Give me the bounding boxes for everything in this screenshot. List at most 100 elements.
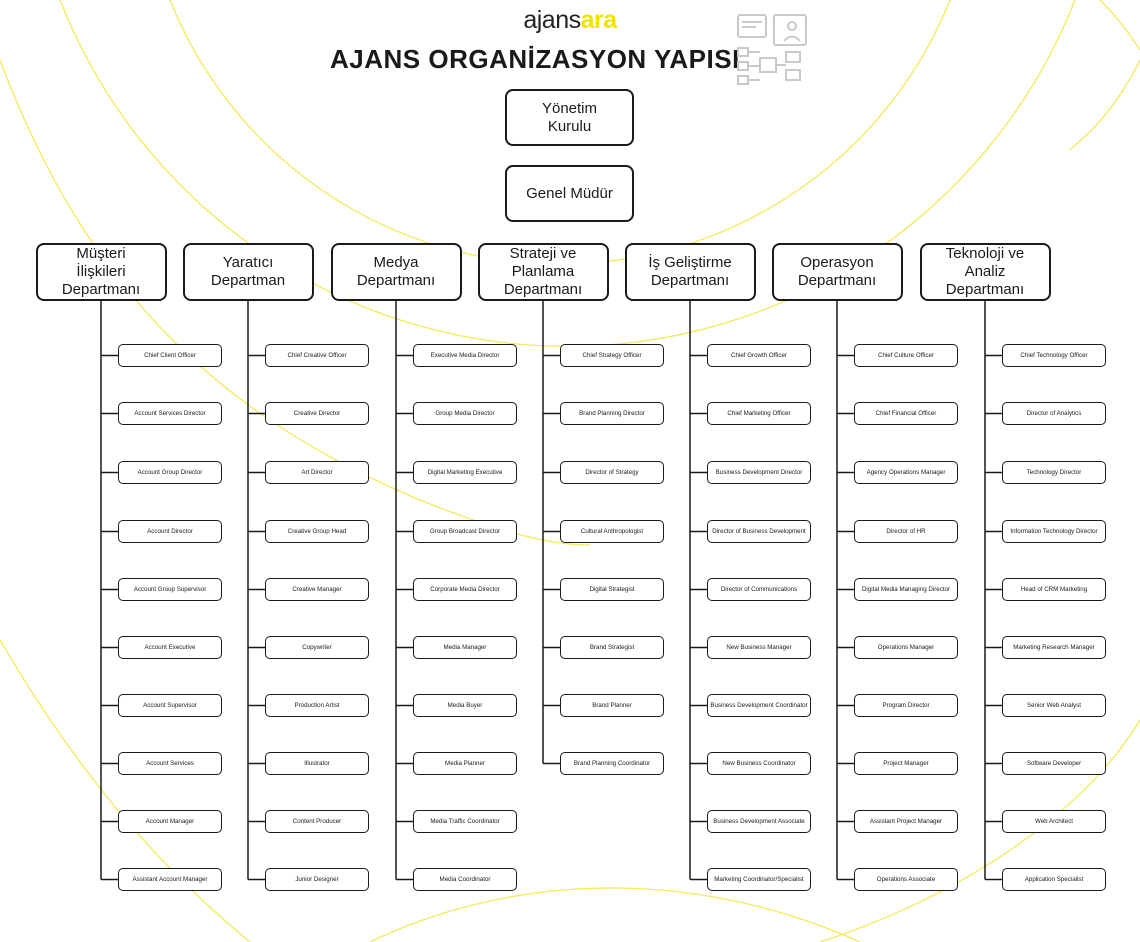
role-box: Digital Strategist [560,578,664,601]
org-chart-icon [737,14,807,85]
role-label: Cultural Anthropologist [580,528,644,535]
role-label: Creative Group Head [287,528,347,535]
role-box: Chief Marketing Officer [707,402,811,425]
role-box: Program Director [854,694,958,717]
role-box: Brand Planning Coordinator [560,752,664,775]
department-label: Strateji ve Planlama Departmanı [503,245,583,298]
role-box: Director of HR [854,520,958,543]
role-label: Business Development Director [715,469,803,476]
role-box: Digital Marketing Executive [413,461,517,484]
role-label: Head of CRM Marketing [1020,586,1088,593]
role-label: Art Director [301,469,333,476]
role-box: Brand Planning Director [560,402,664,425]
role-box: Account Group Director [118,461,222,484]
role-box: Marketing Coordinator/Specialist [707,868,811,891]
role-box: New Business Manager [707,636,811,659]
role-label: Creative Manager [292,586,342,593]
role-box: Media Coordinator [413,868,517,891]
role-label: Creative Director [293,410,341,417]
department-box: İş Geliştirme Departmanı [624,243,756,301]
role-label: Media Manager [443,644,487,651]
department-label: Müşteri İlişkileri Departmanı [61,245,141,298]
role-box: Account Manager [118,810,222,833]
role-label: Group Media Director [435,410,495,417]
role-label: Senior Web Analyst [1027,702,1081,709]
role-label: Account Services Director [134,410,206,417]
role-box: Art Director [265,461,369,484]
department-label: Teknoloji ve Analiz Departmanı [945,245,1025,298]
role-label: Information Technology Director [1010,528,1098,535]
role-box: Chief Growth Officer [707,344,811,367]
role-label: Copywriter [302,644,332,651]
role-box: Assistant Account Manager [118,868,222,891]
role-box: Chief Technology Officer [1002,344,1106,367]
role-box: Head of CRM Marketing [1002,578,1106,601]
role-label: Web Architect [1034,818,1074,825]
role-box: Chief Financial Officer [854,402,958,425]
role-label: Marketing Coordinator/Specialist [714,876,804,883]
role-box: Operations Manager [854,636,958,659]
role-box: Digital Media Managing Director [854,578,958,601]
role-box: Application Specialist [1002,868,1106,891]
role-label: New Business Coordinator [722,760,796,767]
role-box: Creative Group Head [265,520,369,543]
role-label: Agency Operations Manager [866,469,946,476]
role-box: Media Planner [413,752,517,775]
role-label: Program Director [882,702,930,709]
role-box: Executive Media Director [413,344,517,367]
role-box: Brand Strategist [560,636,664,659]
role-box: Agency Operations Manager [854,461,958,484]
role-label: Chief Strategy Officer [582,352,642,359]
role-label: Chief Client Officer [144,352,196,359]
role-label: Chief Technology Officer [1020,352,1088,359]
bg-arc [1069,59,1140,151]
role-box: Account Services Director [118,402,222,425]
role-box: Creative Director [265,402,369,425]
role-label: Digital Marketing Executive [427,469,503,476]
role-box: Senior Web Analyst [1002,694,1106,717]
role-label: New Business Manager [726,644,792,651]
department-label: Yaratıcı Departman [210,254,286,289]
department-box: Teknoloji ve Analiz Departmanı [919,243,1051,301]
role-box: New Business Coordinator [707,752,811,775]
role-box: Media Buyer [413,694,517,717]
role-box: Marketing Research Manager [1002,636,1106,659]
role-box: Director of Business Development [707,520,811,543]
department-box: Strateji ve Planlama Departmanı [477,243,609,301]
role-box: Director of Analytics [1002,402,1106,425]
role-box: Business Development Coordinator [707,694,811,717]
bg-arc [0,639,251,942]
role-label: Executive Media Director [430,352,500,359]
role-box: Software Developer [1002,752,1106,775]
general-manager-label: Genel Müdür [526,184,613,202]
role-label: Group Broadcast Director [429,528,501,535]
bg-arc [0,59,591,546]
role-box: Account Executive [118,636,222,659]
role-label: Account Group Supervisor [133,586,207,593]
role-label: Media Traffic Coordinator [430,818,500,825]
role-box: Chief Creative Officer [265,344,369,367]
role-label: Digital Strategist [589,586,635,593]
role-box: Illustrator [265,752,369,775]
role-box: Information Technology Director [1002,520,1106,543]
role-box: Account Supervisor [118,694,222,717]
role-label: Business Development Associate [713,818,805,825]
role-label: Account Supervisor [143,702,197,709]
role-label: Media Coordinator [439,876,491,883]
role-box: Project Manager [854,752,958,775]
role-label: Junior Designer [295,876,339,883]
role-label: Operations Manager [877,644,935,651]
department-box: Yaratıcı Departman [182,243,314,301]
board-box: Yönetim Kurulu [505,89,634,146]
role-box: Content Producer [265,810,369,833]
role-label: Illustrator [304,760,330,767]
department-label: Operasyon Departmanı [797,254,877,289]
logo-text-ara: ara [580,6,618,34]
role-label: Brand Planning Director [579,410,645,417]
role-box: Chief Culture Officer [854,344,958,367]
role-box: Business Development Associate [707,810,811,833]
role-label: Technology Director [1026,469,1082,476]
role-box: Brand Planner [560,694,664,717]
